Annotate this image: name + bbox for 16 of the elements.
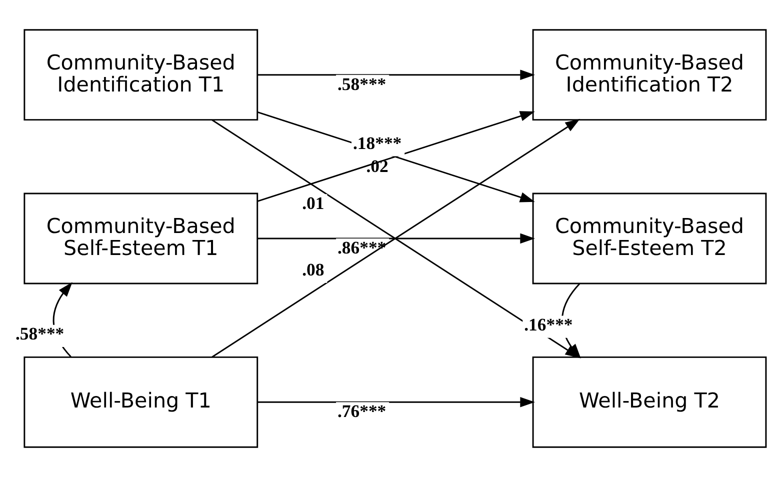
arrow	[258, 70, 535, 80]
edge-label: .58***	[337, 74, 386, 94]
node-box: Community-Based Identification T1	[24, 29, 258, 121]
node-box: Well-Being T1	[24, 356, 258, 448]
node-box: Community-Based Identification T2	[532, 29, 767, 121]
edge-label: .76***	[337, 401, 386, 422]
node-box: Community-Based Self-Esteem T2	[532, 192, 767, 284]
arrow	[258, 396, 535, 408]
node-box: Well-Being T2	[532, 356, 767, 448]
edge-label: .01	[302, 192, 324, 213]
node-box: Community-Based Self-Esteem T1	[24, 192, 258, 284]
edge-label: .18***	[352, 133, 402, 154]
edge-label: .16***	[524, 314, 573, 335]
edge-label: .58***	[16, 324, 64, 344]
edge-label: .08	[302, 260, 324, 280]
arrow	[258, 233, 535, 244]
